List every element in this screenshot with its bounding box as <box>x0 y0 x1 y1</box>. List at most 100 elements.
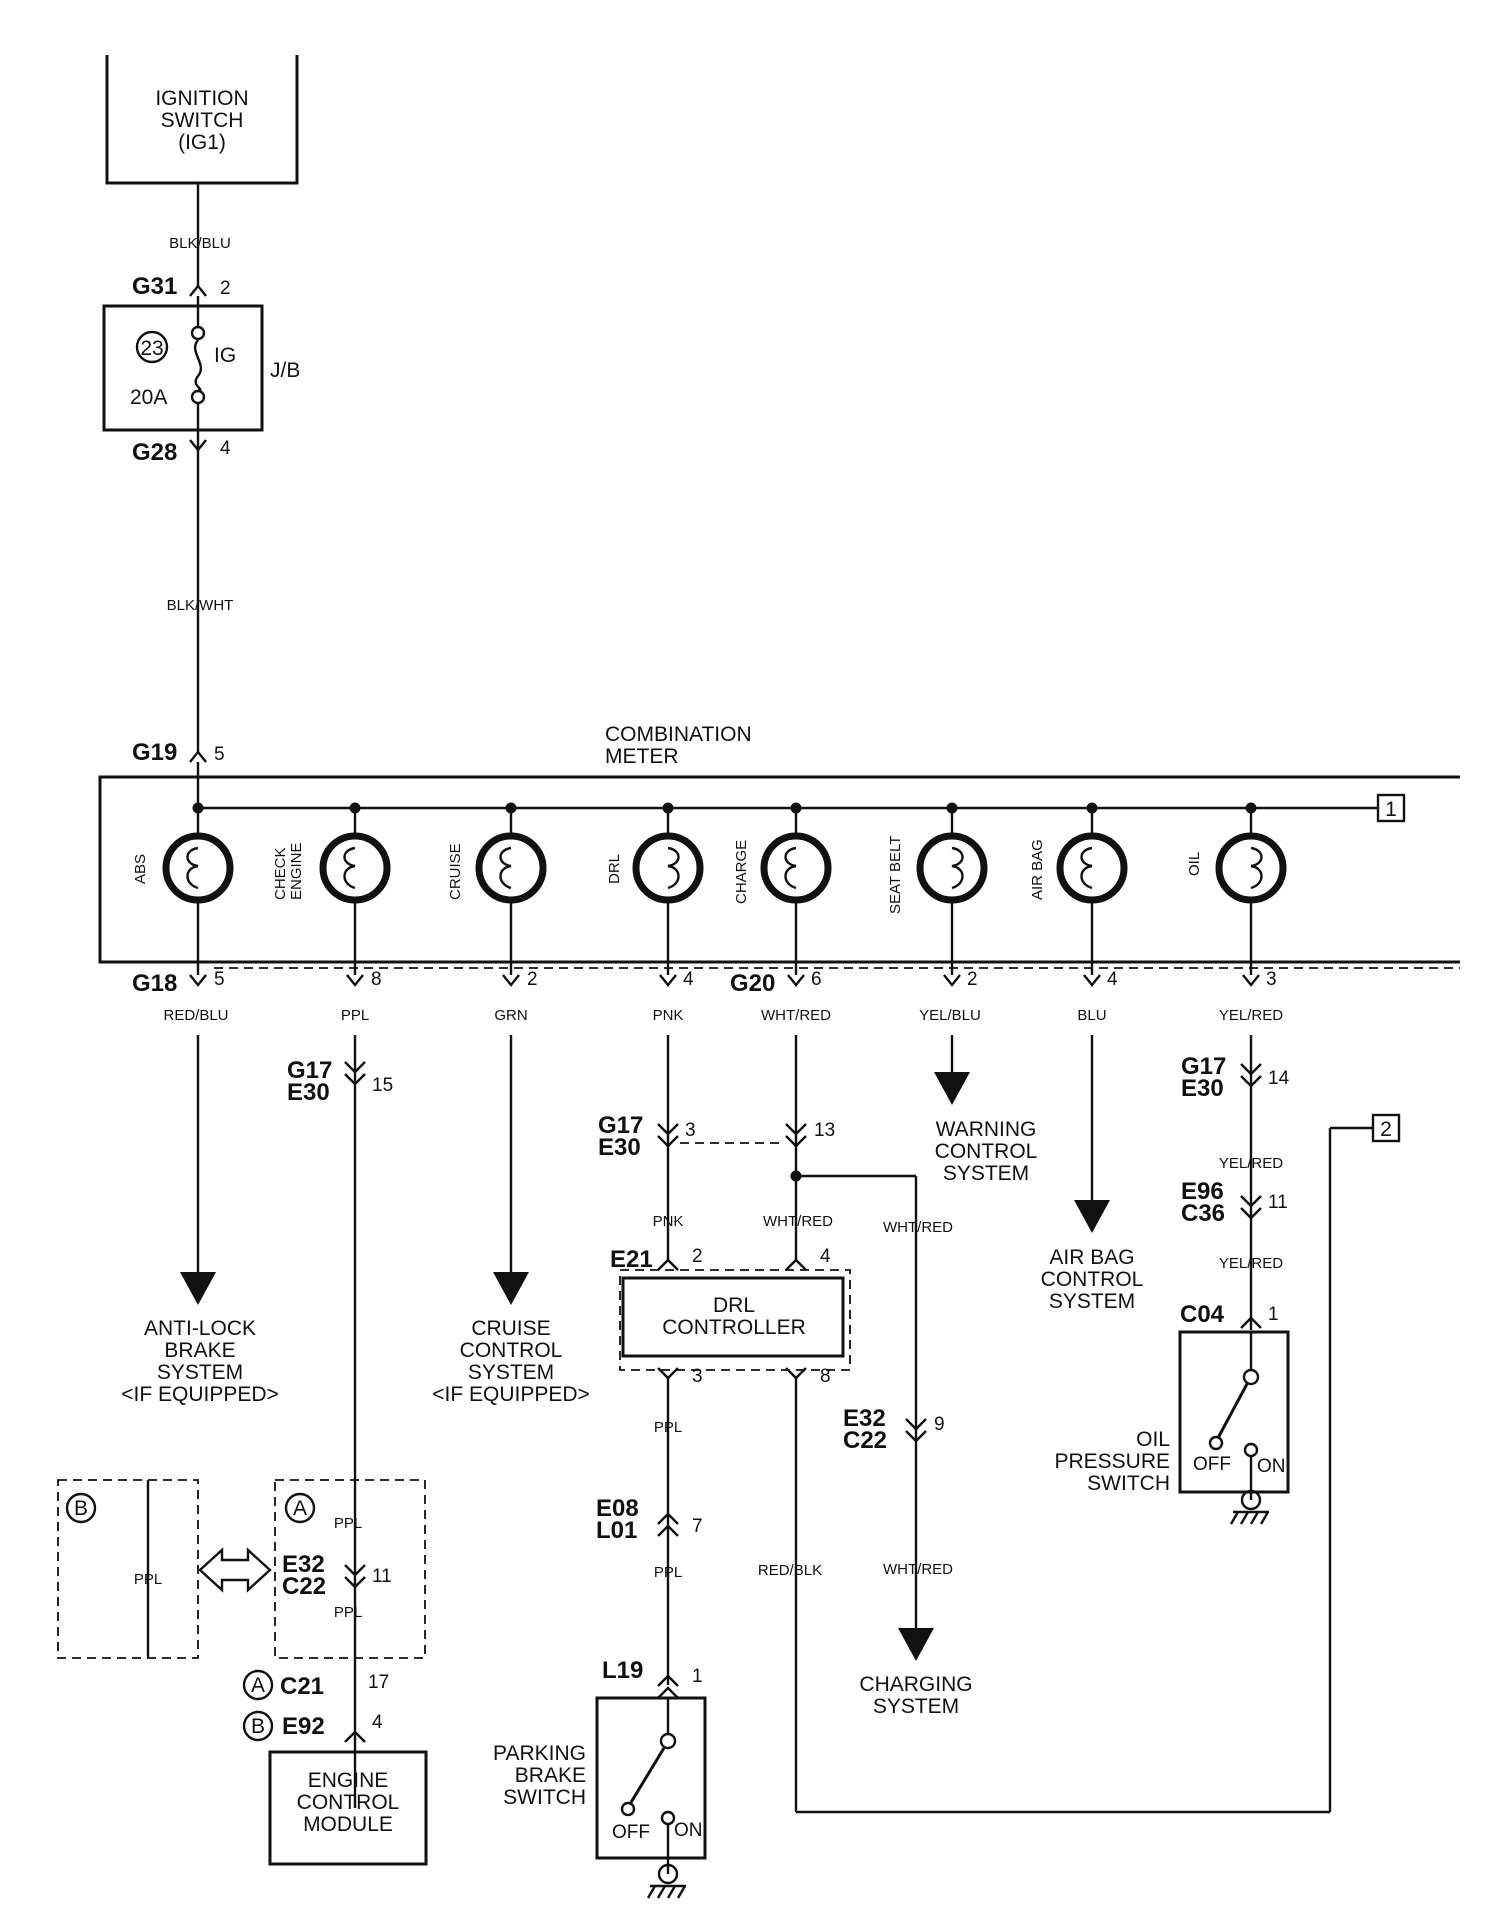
connector-e32-ppl: E32 <box>282 1551 325 1578</box>
cruise-arrow <box>493 1272 529 1305</box>
meter-label-1: COMBINATION <box>605 723 752 746</box>
ref-box-1 <box>1376 793 1406 823</box>
pin-g17-ppl: 15 <box>372 1075 393 1096</box>
oil-label-3: SWITCH <box>1087 1472 1170 1495</box>
connector-g18: G18 <box>132 970 177 997</box>
air-bag-dest-2: CONTROL <box>1041 1268 1144 1291</box>
pin-e21-wht: 4 <box>820 1246 831 1267</box>
variant-box-b <box>57 1479 199 1659</box>
pin-c21: 17 <box>368 1672 389 1693</box>
oil-switch-off-contact <box>1208 1435 1224 1451</box>
connector-c22-wht: C22 <box>843 1427 887 1454</box>
lamp-label-seat-belt: SEAT BELT <box>887 836 904 914</box>
connector-l01: L01 <box>596 1517 637 1544</box>
abs-dest-2: BRAKE <box>164 1339 235 1362</box>
connector-g17-pnk: G17 <box>598 1112 643 1139</box>
parking-ground-circle <box>657 1863 679 1885</box>
connector-g17-pnk-symbol <box>657 1123 679 1148</box>
connector-e21: E21 <box>610 1246 653 1273</box>
variant-b-circle <box>65 1492 97 1524</box>
warning-arrow <box>934 1072 970 1105</box>
check-engine-bulb <box>319 832 391 904</box>
ref-box-2 <box>1371 1113 1401 1143</box>
oil-bulb <box>1215 832 1287 904</box>
lamp-label-check-1: CHECK <box>272 847 289 900</box>
charging-arrow <box>898 1628 934 1661</box>
wire-blk-wht-label: BLK/WHT <box>167 597 234 614</box>
connector-e08-symbol <box>657 1512 679 1537</box>
drl-label-2: CONTROLLER <box>662 1316 806 1339</box>
combination-meter-box <box>98 775 1460 964</box>
oil-switch-off: OFF <box>1193 1454 1231 1475</box>
drl-bulb <box>632 832 704 904</box>
charging-dest-1: CHARGING <box>859 1673 972 1696</box>
parking-switch-on-contact <box>660 1810 676 1826</box>
parking-switch-pivot <box>659 1732 677 1750</box>
connector-g19: G19 <box>132 739 177 766</box>
pin-g28: 4 <box>220 438 231 459</box>
warning-dest-3: SYSTEM <box>943 1162 1029 1185</box>
pin-oil: 3 <box>1266 969 1277 990</box>
pin-drl-out-left: 3 <box>692 1366 703 1387</box>
pin-e21-pnk: 2 <box>692 1246 703 1267</box>
pin-e92: 4 <box>372 1712 383 1733</box>
connector-e30-ppl: E30 <box>287 1079 330 1106</box>
connector-c04-symbol <box>1240 1316 1262 1329</box>
air-bag-dest-1: AIR BAG <box>1049 1246 1134 1269</box>
fuse-number-circle <box>135 330 169 364</box>
connector-g17-wht-symbol <box>785 1123 807 1148</box>
connector-g17-ppl-symbol <box>344 1061 366 1086</box>
variant-box-a <box>274 1479 426 1659</box>
cruise-dest-4: <IF EQUIPPED> <box>432 1383 590 1406</box>
ref-box-1-label: 1 <box>1385 798 1397 821</box>
pin-check-engine: 8 <box>371 969 382 990</box>
lamp-label-check-2: ENGINE <box>288 842 305 900</box>
oil-pressure-switch <box>1178 1330 1290 1494</box>
connector-e92-symbol <box>344 1730 366 1743</box>
e92-variant-letter: B <box>251 1715 265 1738</box>
wire-red-blu-label: RED/BLU <box>163 1007 228 1024</box>
wire-blk-blu-label: BLK/BLU <box>169 235 231 252</box>
connector-l19-symbol <box>657 1674 679 1699</box>
drl-label-1: DRL <box>713 1294 755 1317</box>
charge-bulb <box>760 832 832 904</box>
seat-belt-bulb <box>916 832 988 904</box>
fuse-label: IG <box>214 344 236 367</box>
ignition-label-1: IGNITION <box>155 87 248 110</box>
wire-wht-red-label-4: WHT/RED <box>883 1561 953 1578</box>
connector-e21-wht-symbol <box>785 1258 807 1271</box>
connector-e21-pnk-symbol <box>657 1258 679 1271</box>
pin-g31: 2 <box>220 278 231 299</box>
connector-e30-oil: E30 <box>1181 1075 1224 1102</box>
abs-bulb <box>162 832 234 904</box>
lamp-label-charge: CHARGE <box>733 840 750 904</box>
parking-switch-arm <box>628 1747 666 1805</box>
lamp-label-cruise: CRUISE <box>447 843 464 900</box>
pin-e96: 11 <box>1268 1192 1288 1213</box>
wire-red-blk-label: RED/BLK <box>758 1562 822 1579</box>
variant-a-letter: A <box>293 1497 307 1520</box>
connector-g17-oil: G17 <box>1181 1053 1226 1080</box>
ecm-label-1: ENGINE <box>308 1769 389 1792</box>
connector-g17-ppl: G17 <box>287 1057 332 1084</box>
junction-box <box>102 304 264 432</box>
c21-variant-letter: A <box>251 1674 265 1697</box>
wire-yel-blu-label: YEL/BLU <box>919 1007 981 1024</box>
oil-switch-on-contact <box>1243 1442 1259 1458</box>
connector-g19-symbol <box>189 750 207 763</box>
lamp-label-abs: ABS <box>132 854 149 884</box>
pin-abs: 5 <box>214 969 225 990</box>
oil-switch-pivot <box>1242 1368 1260 1386</box>
abs-dest-1: ANTI-LOCK <box>144 1317 256 1340</box>
ecm-label-2: CONTROL <box>297 1791 400 1814</box>
variant-swap-arrow <box>198 1547 272 1593</box>
wire-yel-red-label-1: YEL/RED <box>1219 1007 1283 1024</box>
pin-seat-belt: 2 <box>967 969 978 990</box>
connector-g28: G28 <box>132 439 177 466</box>
wire-blu-label: BLU <box>1077 1007 1106 1024</box>
ignition-label-3: (IG1) <box>178 131 226 154</box>
connector-c22-ppl: C22 <box>282 1573 326 1600</box>
c21-variant-circle <box>242 1669 274 1701</box>
ecm-label-3: MODULE <box>303 1813 393 1836</box>
fuse-number: 23 <box>140 337 163 360</box>
